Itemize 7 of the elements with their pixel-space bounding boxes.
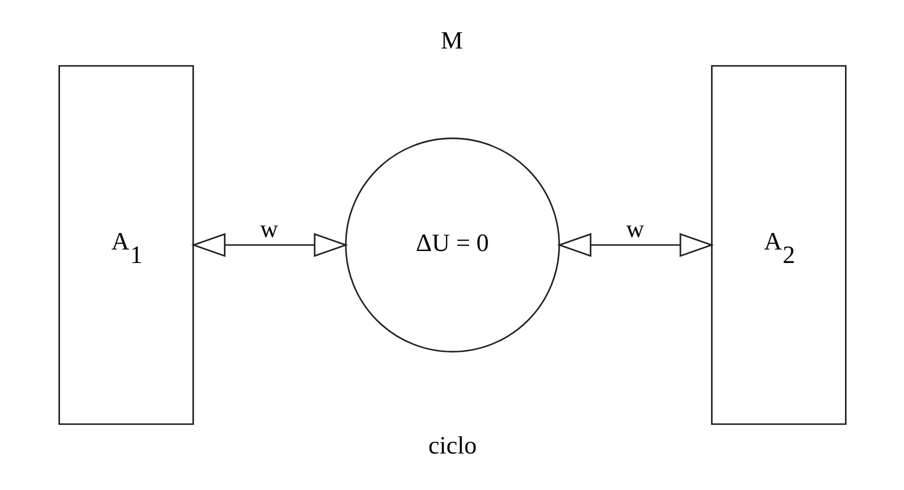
node-label: ciclo [428, 432, 476, 460]
arrow [190, 233, 348, 257]
edge-label: w [260, 216, 278, 243]
edge-label: w [626, 216, 644, 243]
arrow [556, 233, 714, 257]
node-circle: ΔU = 0 [344, 138, 560, 352]
node-label: M [440, 27, 462, 54]
